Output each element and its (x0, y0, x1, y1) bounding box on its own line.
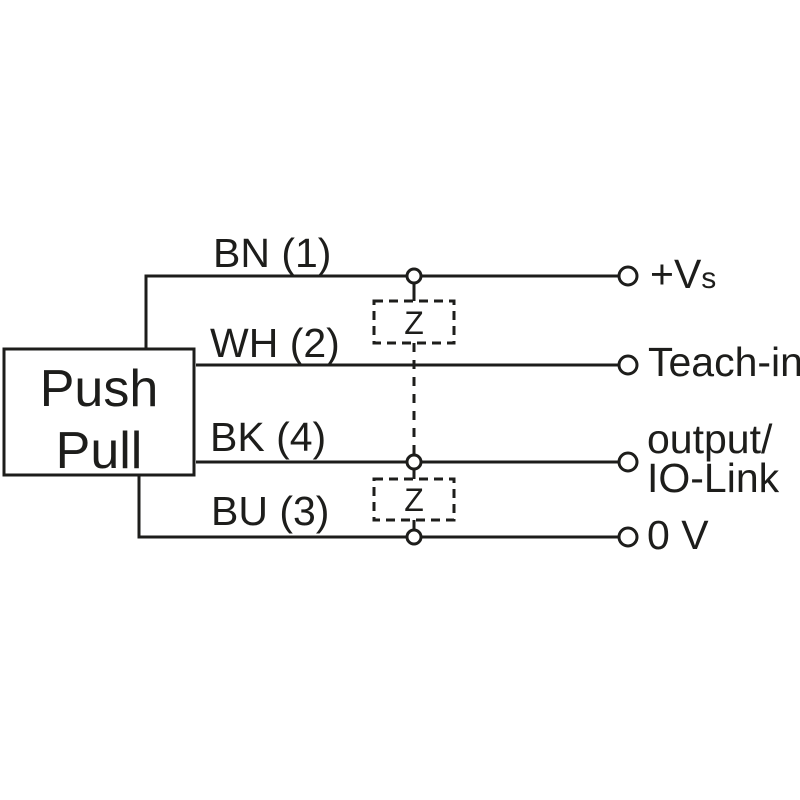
junction-dot-bn (405, 267, 423, 285)
junction-dot-bk (405, 453, 423, 471)
wire-label-bu: BU (3) (211, 488, 329, 534)
wire-label-bk: BK (4) (210, 414, 326, 460)
terminal-circle-vs (617, 265, 639, 287)
terminal-label-output-line1: output/ (647, 416, 773, 462)
suppressor-symbol-1: Z (404, 305, 424, 341)
terminal-label-vs-subscript: s (701, 262, 716, 295)
terminal-label-0v: 0 V (647, 512, 709, 558)
suppressor-symbol-2: Z (404, 482, 424, 518)
suppressor-box-1 (372, 299, 456, 345)
junction-dot-bu (405, 528, 423, 546)
terminal-label-vs: +Vs (650, 251, 716, 297)
wire-label-bn: BN (1) (213, 230, 331, 276)
terminal-circle-0v (617, 526, 639, 548)
device-label-line1: Push (40, 360, 159, 418)
terminal-circle-output (617, 451, 639, 473)
device-label-line2: Pull (56, 422, 143, 480)
terminal-label-output-line2: IO-Link (647, 455, 780, 501)
wire-label-wh: WH (2) (210, 320, 340, 366)
terminal-circle-teach-in (617, 354, 639, 376)
wire-bn (144, 274, 619, 349)
device-box (2, 347, 196, 477)
terminal-label-teach-in: Teach-in (648, 339, 800, 385)
wire-bu (137, 474, 619, 539)
suppressor-box-2 (372, 477, 456, 522)
